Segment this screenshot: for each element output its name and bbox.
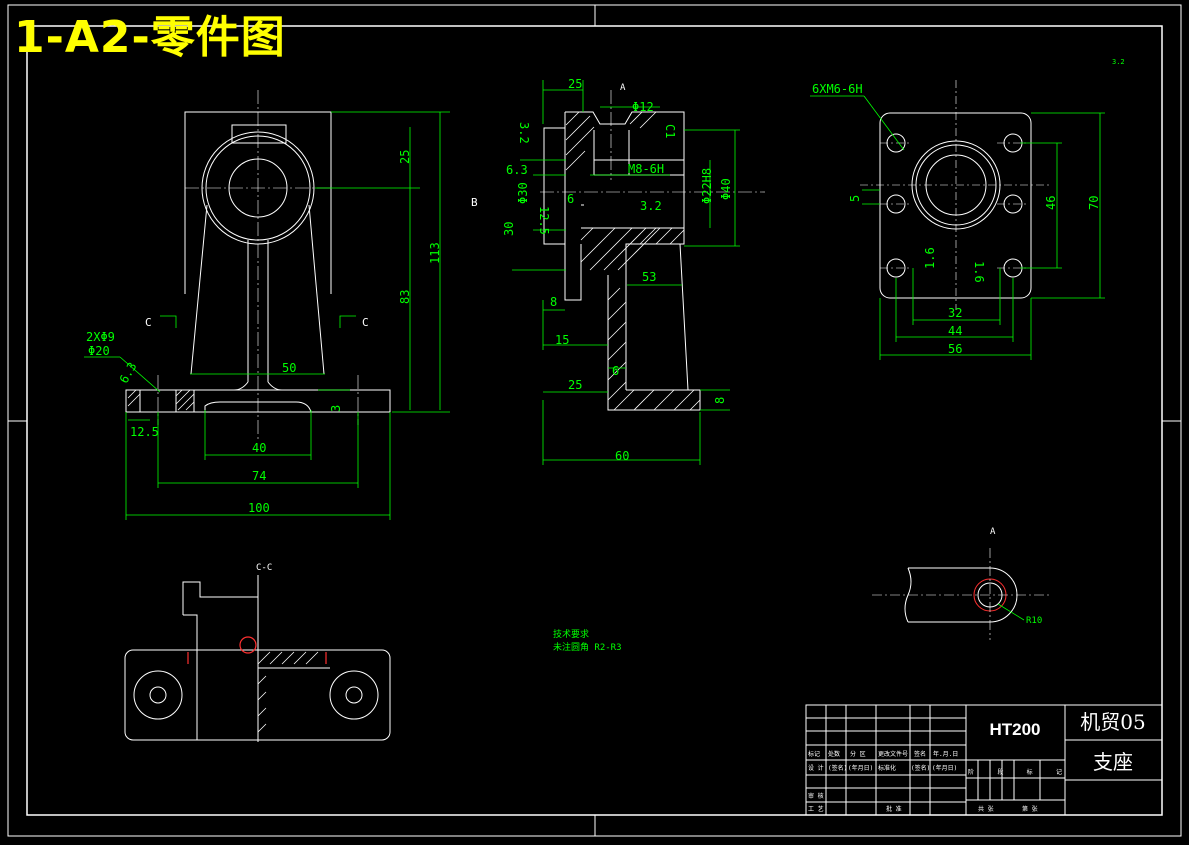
front-section-label-right: C (362, 316, 369, 329)
side-roughness-2: 12.5 (537, 206, 551, 235)
front-dim-4: 40 (252, 441, 266, 455)
section-highlight (239, 636, 257, 654)
top-dim-5: 56 (948, 342, 962, 356)
section-label: C-C (256, 563, 272, 573)
front-dim-7: 3 (329, 405, 343, 412)
tb-r2-0: 设 计 (808, 764, 824, 772)
tb-r2-2: (年月日) (848, 764, 873, 772)
top-roughness-1: 1.6 (972, 261, 986, 283)
tb-r2-5: (年月日) (932, 764, 957, 772)
tb-r2-1: (签名) (828, 764, 847, 772)
side-dim-8: Φ40 (719, 178, 733, 200)
tb-r1-0: 标记 (808, 750, 820, 758)
top-thread-note: 6XM6-6H (812, 82, 863, 96)
notes-line1: 未注圆角 R2-R3 (553, 641, 622, 653)
side-dim-2: M8-6H (628, 162, 664, 176)
side-label-c1: C1 (663, 124, 677, 138)
top-roughness-0: 1.6 (923, 247, 937, 269)
top-dim-3: 32 (948, 306, 962, 320)
top-dim-4: 44 (948, 324, 962, 338)
title-block-cells: 标记 处数 分 区 更改文件号 签名 年.月.日 设 计 (签名) (年月日) … (808, 750, 1062, 813)
side-dim-11: 15 (555, 333, 569, 347)
top-corner-symbol: 3.2 (1112, 58, 1125, 66)
front-dim-2: 83 (398, 290, 412, 304)
tb-r1-2: 分 区 (850, 750, 866, 758)
top-dim-1: 46 (1044, 196, 1058, 210)
tb-r1-1: 处数 (828, 750, 840, 758)
section-hatch (257, 651, 319, 733)
front-dim-1: 113 (428, 242, 442, 264)
front-hole-note-1: 2XΦ9 (86, 330, 115, 344)
side-roughness-1: 6.3 (506, 163, 528, 177)
detail-a-view: A R10 (872, 527, 1050, 640)
side-dim-4: 6 (567, 192, 574, 206)
notes-heading: 技术要求 (553, 628, 589, 640)
side-hatch (565, 111, 701, 411)
school-label: 机贸05 (1080, 710, 1146, 734)
front-dim-3: 50 (282, 361, 296, 375)
sheet-title: 1-A2-零件图 (14, 12, 286, 63)
tb-r1-5: 年.月.日 (933, 750, 958, 758)
top-dim-2: 70 (1087, 196, 1101, 210)
side-dim-12: 6 (612, 364, 619, 378)
top-dim-0: 5 (848, 195, 862, 202)
tb-r1-4: 签名 (914, 750, 926, 758)
front-view: 25 113 83 50 40 74 100 3 2XΦ9 Φ20 6.3 12… (84, 90, 478, 520)
detail-label: A (990, 527, 996, 537)
tb-r4-1: 批 准 (886, 805, 902, 813)
title-block (805, 704, 1163, 816)
side-roughness-0: 3.2 (517, 122, 531, 144)
front-roughness-0: 6.3 (117, 360, 140, 386)
side-dim-13: 25 (568, 378, 582, 392)
tb-r1-3: 更改文件号 (878, 750, 908, 758)
section-cc-view: C-C (124, 563, 391, 742)
outer-frame (7, 4, 1182, 837)
front-dim-0: 25 (398, 150, 412, 164)
front-section-label-left: C (145, 316, 152, 329)
side-dim-7: Φ22H8 (700, 168, 714, 204)
front-arrow-label: B (471, 196, 478, 209)
front-dim-5: 74 (252, 469, 266, 483)
side-label-a: A (620, 83, 626, 93)
side-dim-9: 53 (642, 270, 656, 284)
side-dim-6: 3.2 (640, 199, 662, 213)
tb-r2-3: 标准化 (878, 764, 896, 772)
tb-r4-0: 工 艺 (808, 805, 824, 813)
tb-bottom-1: 第 张 (1022, 805, 1038, 813)
tb-r3-0: 审 核 (808, 792, 824, 800)
side-dim-10: 8 (550, 295, 557, 309)
side-view: 25 Φ12 M8-6H Φ30 6 30 3.2 Φ22H8 Φ40 53 8… (502, 77, 765, 465)
part-name-label: 支座 (1093, 750, 1133, 774)
tb-bottom-0: 共 张 (978, 805, 994, 813)
material-label: HT200 (989, 720, 1041, 739)
tb-r2-4: (签名) (911, 764, 930, 772)
side-dim-14: 8 (713, 397, 727, 404)
technical-notes: 技术要求 未注圆角 R2-R3 (553, 628, 622, 653)
front-roughness-1: 12.5 (130, 425, 159, 439)
side-dim-1: Φ12 (632, 100, 654, 114)
center-marks (8, 5, 1181, 836)
top-view: 6XM6-6H 5 46 70 32 44 56 1.6 1.6 3.2 (810, 58, 1125, 360)
side-dim-5: 30 (502, 222, 516, 236)
tb-right-0: 阶 段 标 记 (968, 768, 1062, 776)
side-dim-3: Φ30 (516, 182, 530, 204)
front-hole-note-2: Φ20 (88, 344, 110, 358)
side-dim-0: 25 (568, 77, 582, 91)
front-dim-6: 100 (248, 501, 270, 515)
front-hatch (127, 389, 195, 411)
detail-radius: R10 (1026, 616, 1042, 626)
side-dim-15: 60 (615, 449, 629, 463)
